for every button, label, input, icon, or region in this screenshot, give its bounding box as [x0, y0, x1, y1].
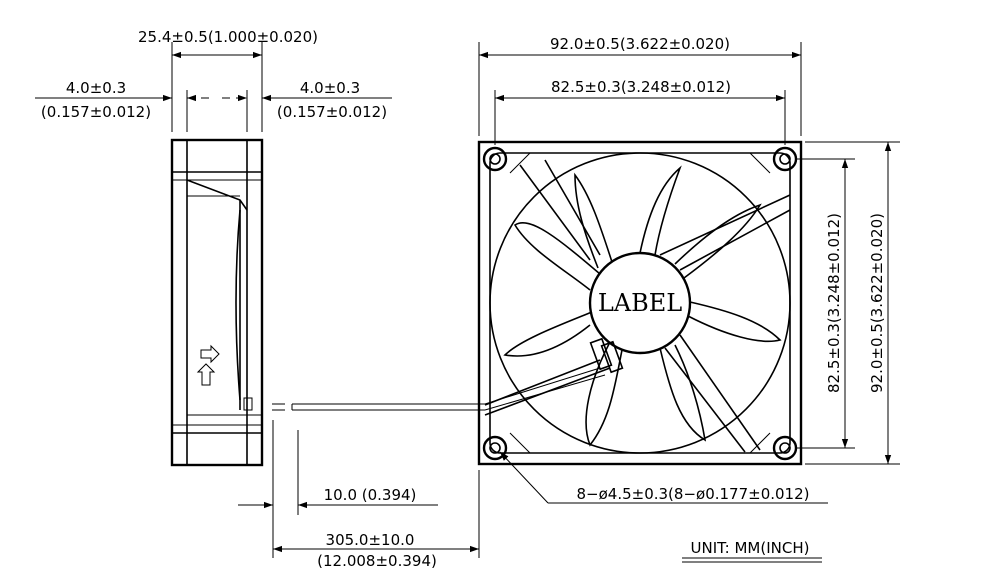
dim-wire-length-in: (12.008±0.394) — [317, 552, 437, 570]
dim-wire-strip-text: 10.0 (0.394) — [324, 486, 417, 504]
front-view: LABEL — [477, 140, 803, 466]
dim-front-height-outer-text: 92.0±0.5(3.622±0.020) — [868, 213, 886, 393]
dim-front-width-outer: 92.0±0.5(3.622±0.020) — [478, 35, 802, 136]
dim-side-width: 25.4±0.5(1.000±0.020) — [138, 28, 318, 132]
mounting-hole-tr — [772, 146, 798, 172]
dim-right-rim-in: (0.157±0.012) — [277, 103, 387, 121]
wire-clip — [589, 337, 624, 374]
corner-gussets — [509, 152, 771, 454]
unit-note: UNIT: MM(INCH) — [682, 539, 822, 563]
hub-label: LABEL — [598, 289, 682, 317]
airflow-arrow-icon — [200, 344, 220, 364]
dim-side-rims: 4.0±0.3 (0.157±0.012) 4.0±0.3 (0.157±0.0… — [35, 79, 392, 132]
unit-note-text: UNIT: MM(INCH) — [691, 539, 810, 557]
dim-front-height-hole: 82.5±0.3(3.248±0.012) — [795, 158, 855, 449]
dim-right-rim-mm: 4.0±0.3 — [300, 79, 360, 97]
dim-wire-length: 305.0±10.0 (12.008±0.394) — [273, 470, 480, 570]
dim-left-rim-in: (0.157±0.012) — [41, 103, 151, 121]
dim-side-width-text: 25.4±0.5(1.000±0.020) — [138, 28, 318, 46]
dim-front-height-outer: 92.0±0.5(3.622±0.020) — [805, 141, 900, 465]
dim-wire-length-mm: 305.0±10.0 — [326, 531, 415, 549]
side-view — [170, 138, 285, 467]
fan-blades — [503, 165, 782, 447]
dim-front-width-outer-text: 92.0±0.5(3.622±0.020) — [550, 35, 730, 53]
lead-wires — [291, 367, 606, 411]
dim-wire-strip: 10.0 (0.394) — [238, 420, 438, 558]
rotation-arrow-icon — [196, 363, 216, 386]
mounting-hole-bl — [482, 435, 508, 461]
dim-mount-holes: 8−ø4.5±0.3(8−ø0.177±0.012) — [499, 451, 828, 504]
dim-mount-holes-text: 8−ø4.5±0.3(8−ø0.177±0.012) — [576, 485, 809, 503]
dim-left-rim-mm: 4.0±0.3 — [66, 79, 126, 97]
mounting-hole-br — [772, 435, 798, 461]
dim-front-width-hole: 82.5±0.3(3.248±0.012) — [494, 78, 786, 145]
dim-front-width-hole-text: 82.5±0.3(3.248±0.012) — [551, 78, 731, 96]
dim-front-height-hole-text: 82.5±0.3(3.248±0.012) — [825, 213, 843, 393]
frame-struts — [484, 159, 791, 453]
mounting-hole-tl — [482, 146, 508, 172]
